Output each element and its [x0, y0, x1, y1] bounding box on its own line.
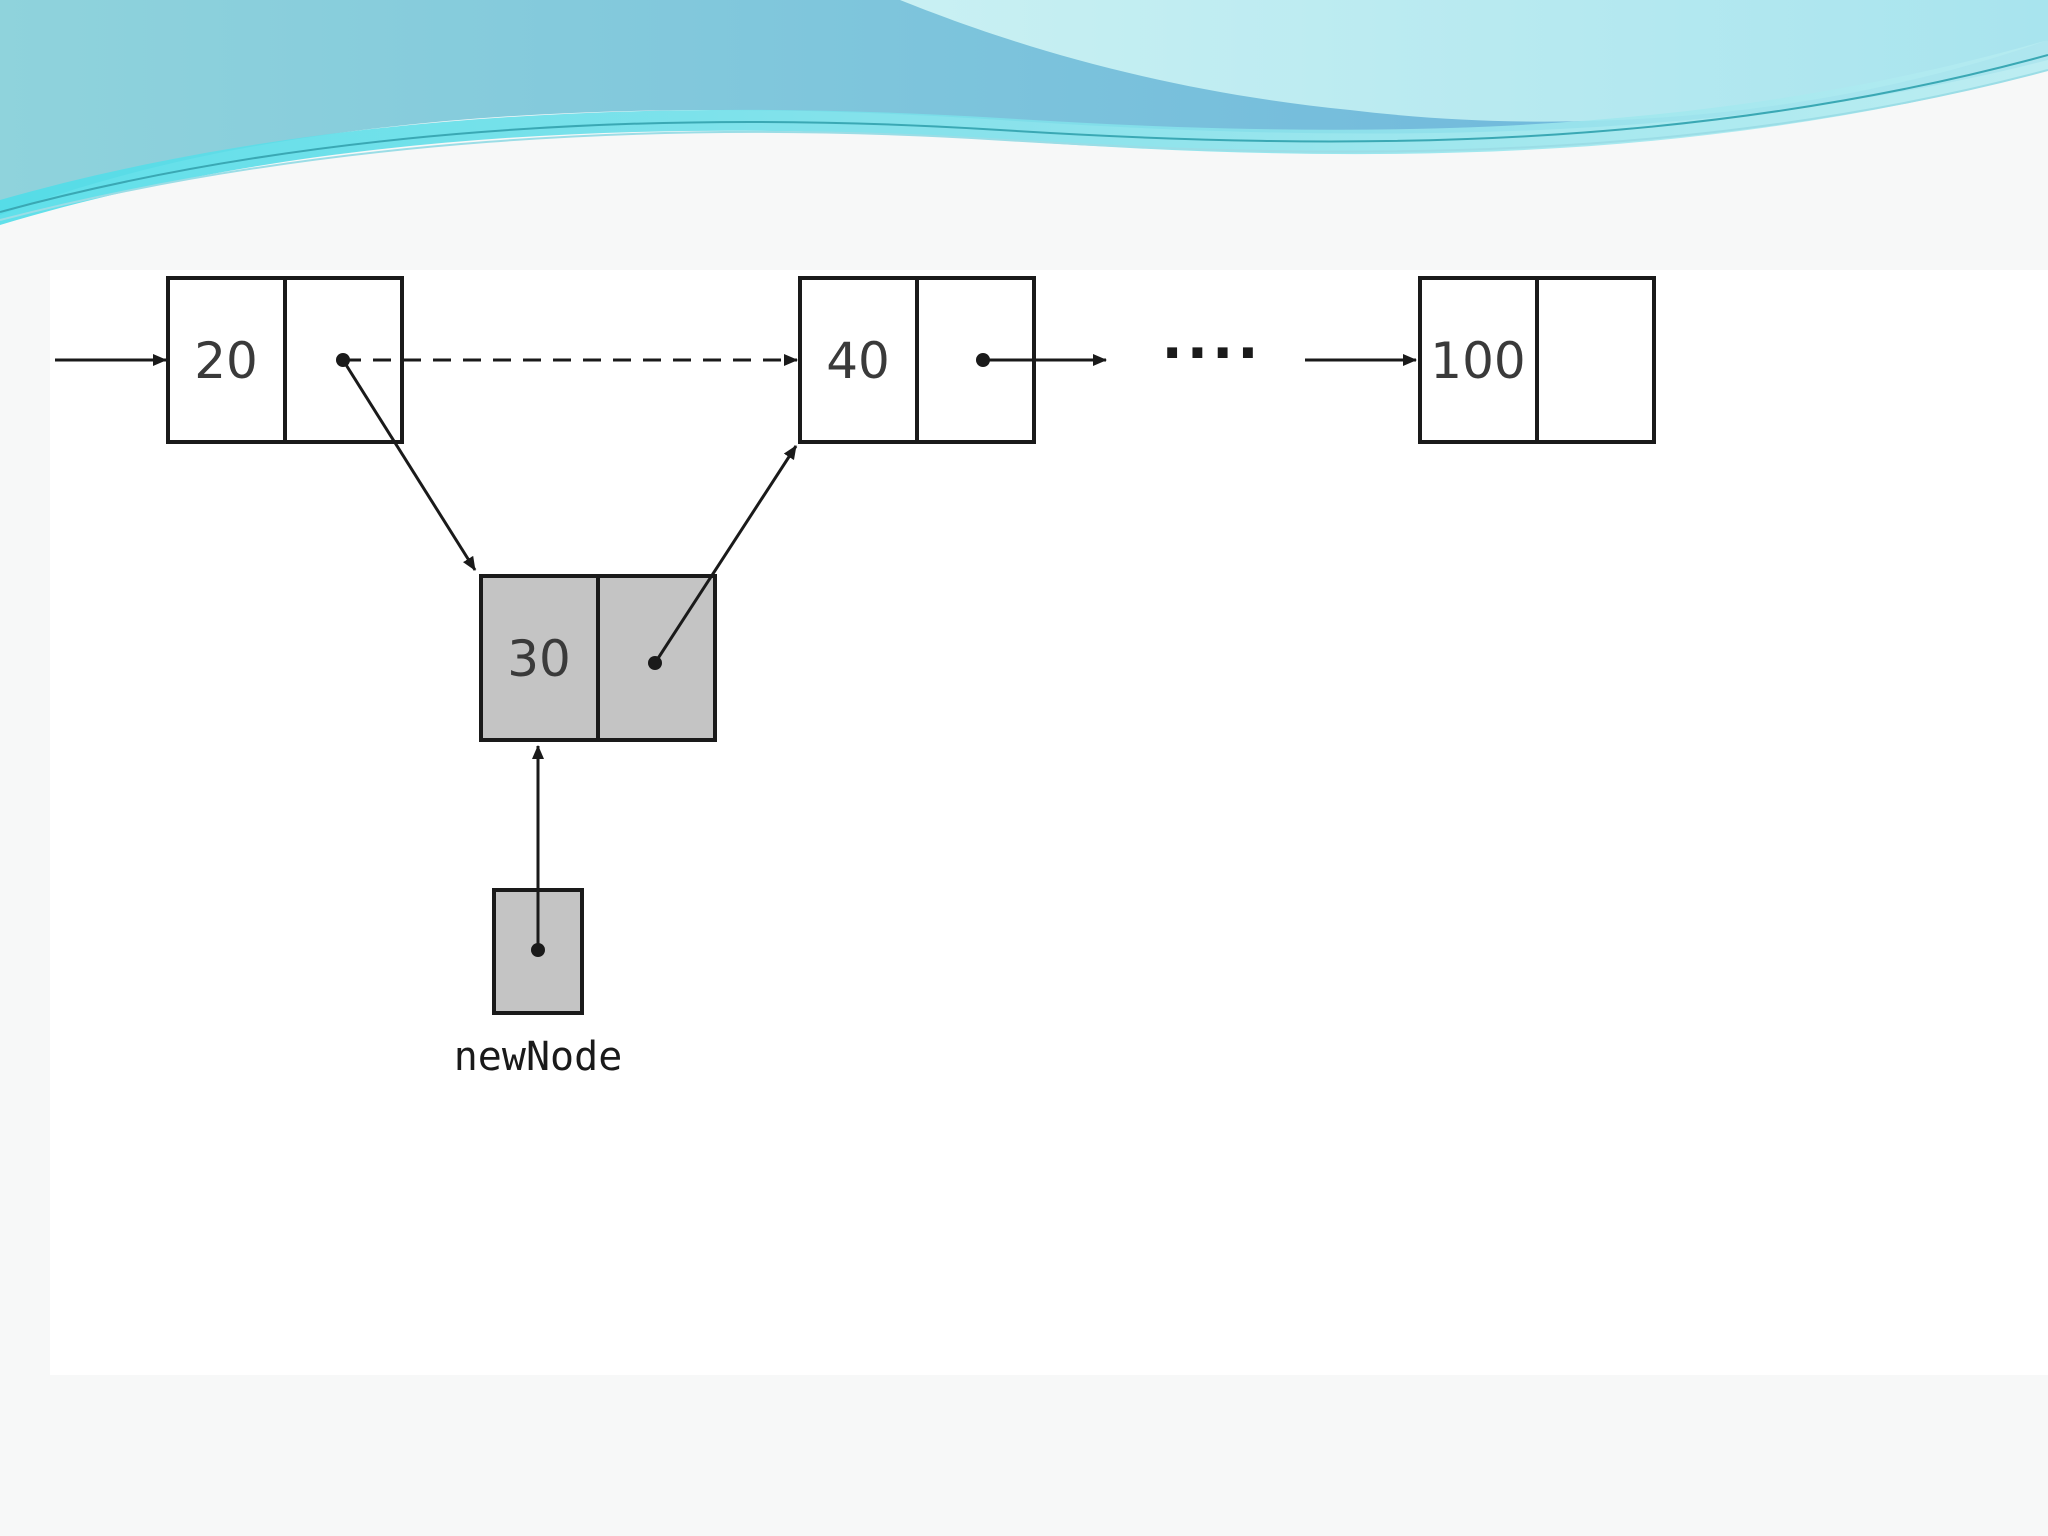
figure-background: [50, 270, 2048, 1375]
decorative-wave-banner: [0, 0, 2048, 225]
node-data-cell: [1418, 276, 1539, 444]
link-30-to-40-arrow: [653, 445, 798, 664]
node-value: 20: [194, 332, 258, 390]
list-node-100: 100: [1418, 276, 1656, 444]
list-node-30-new: 30: [479, 574, 717, 742]
node-value: 40: [826, 332, 890, 390]
node-value: 100: [1430, 332, 1525, 390]
node-data-cell: [166, 276, 287, 444]
pointer-variable-label: newNode: [454, 1034, 623, 1080]
node-value: 30: [507, 630, 571, 688]
list-node-40: 40: [798, 276, 1036, 444]
ellipsis-continuation: ····: [1161, 321, 1262, 386]
node-next-cell: [1535, 276, 1656, 444]
node-data-cell: [479, 574, 600, 742]
node-data-cell: [798, 276, 919, 444]
list-node-20: 20: [166, 276, 404, 444]
link-20-to-30-arrow: [341, 359, 477, 571]
